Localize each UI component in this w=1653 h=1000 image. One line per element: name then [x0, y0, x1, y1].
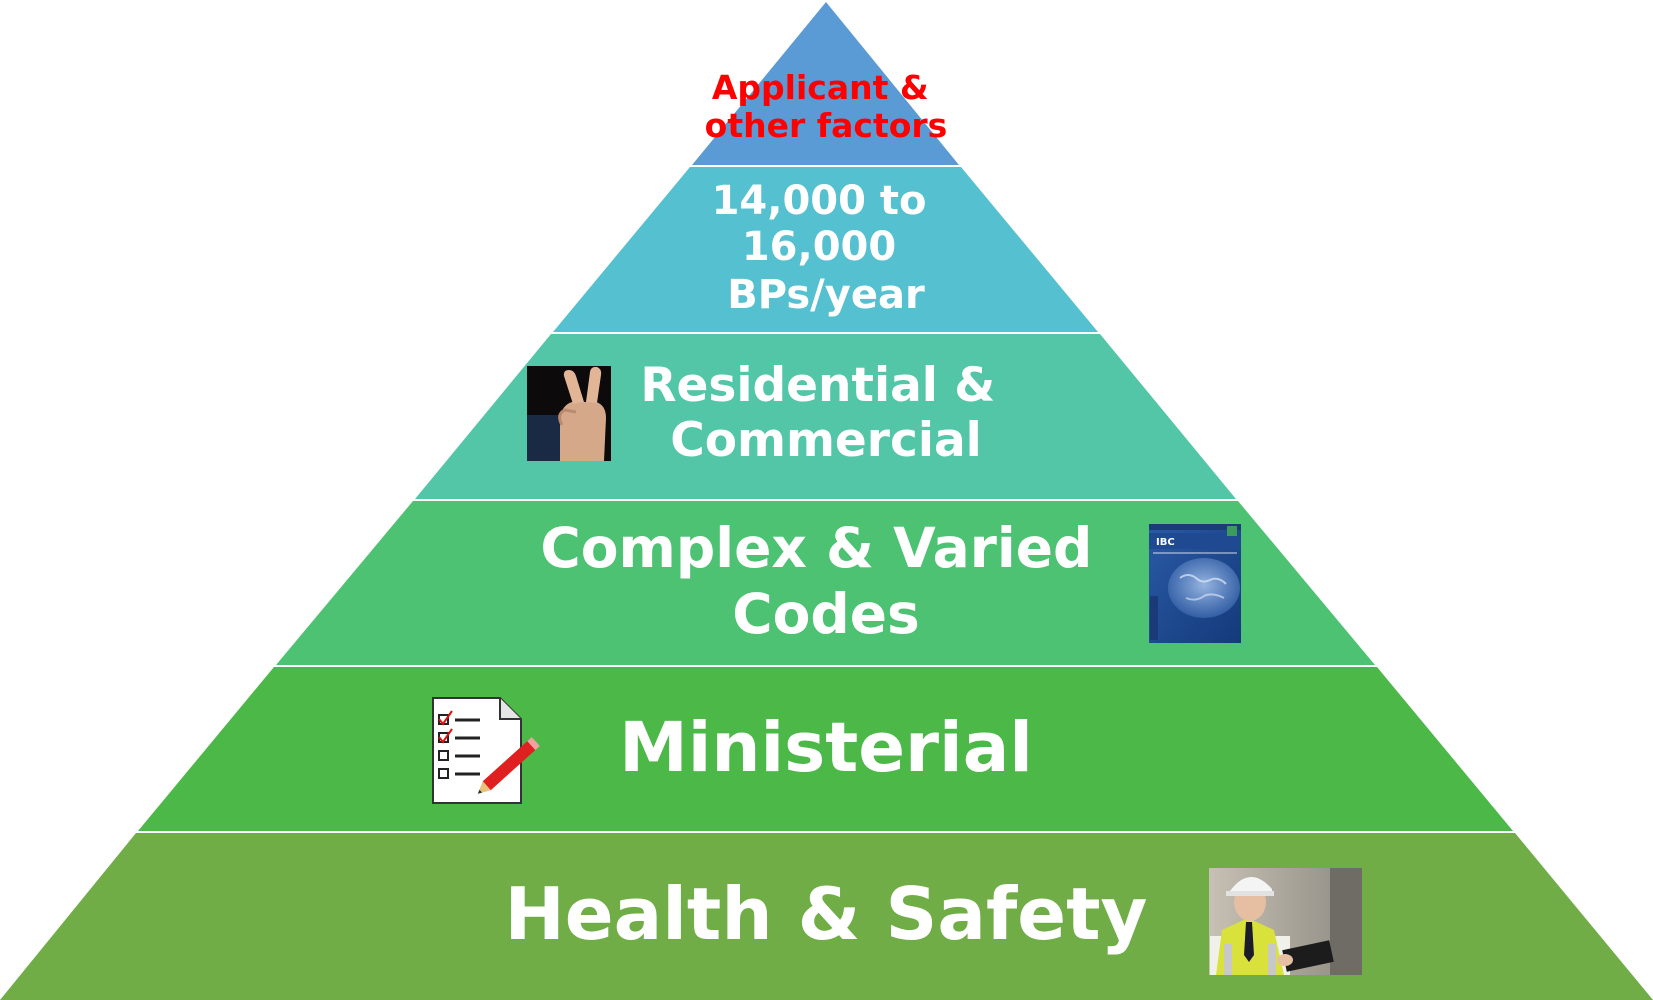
volume-line-1: 14,000 to — [712, 178, 927, 224]
ibc-code-book-photo: IBC — [1149, 524, 1241, 643]
volume-label: 14,000 to 16,000 BPs/year — [712, 178, 941, 318]
apex-label: Applicant & other factors — [705, 68, 948, 145]
tier-apex-band — [692, 2, 959, 165]
volume-line-2: 16,000 — [742, 224, 896, 270]
residential-line-2: Commercial — [670, 413, 982, 468]
residential-line-1: Residential & — [640, 358, 995, 413]
codes-label: Complex & Varied Codes — [540, 516, 1111, 646]
codes-line-2: Codes — [732, 582, 920, 646]
inspector-photo — [1209, 868, 1362, 975]
tier-codes-band — [276, 501, 1375, 665]
residential-label: Residential & Commercial — [640, 358, 1011, 468]
ministerial-line-1: Ministerial — [619, 708, 1033, 788]
peace-hand-photo — [527, 366, 611, 461]
health-label: Health & Safety — [505, 872, 1148, 956]
ibc-book-label: IBC — [1156, 537, 1175, 548]
tier-residential-band — [415, 334, 1236, 499]
ministerial-label: Ministerial — [619, 708, 1033, 788]
tier-volume-band — [553, 167, 1098, 332]
health-line-1: Health & Safety — [505, 872, 1148, 956]
apex-line-2: other factors — [705, 106, 948, 145]
volume-line-3: BPs/year — [727, 272, 925, 318]
codes-line-1: Complex & Varied — [540, 516, 1092, 580]
apex-line-1: Applicant & — [712, 68, 929, 107]
checklist-pencil-icon — [432, 697, 540, 804]
